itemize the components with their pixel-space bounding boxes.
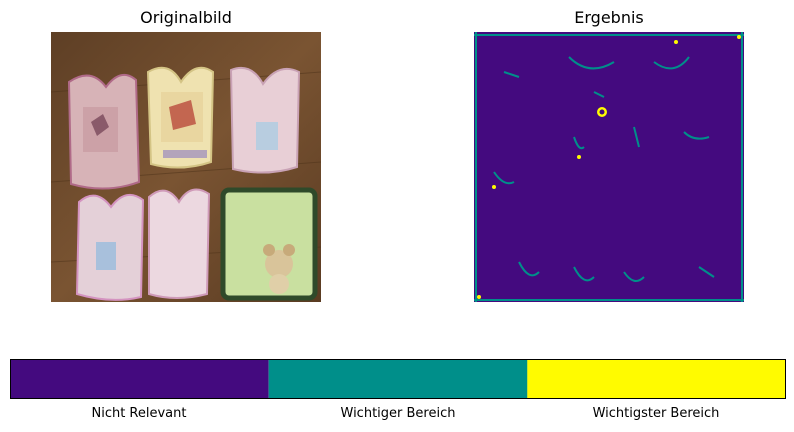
original-image <box>51 32 321 302</box>
colorbar-frame <box>10 359 786 399</box>
colorbar-segment-wichtiger-bereich <box>268 359 528 399</box>
heatmap-background <box>474 32 744 302</box>
result-image-title: Ergebnis <box>574 8 644 27</box>
result-heatmap <box>474 32 744 302</box>
colorbar-segment-wichtigster-bereich <box>527 359 786 399</box>
colorbar-tick-label-wichtigster-bereich: Wichtigster Bereich <box>592 406 720 421</box>
heatmap-important-edges <box>474 32 744 302</box>
colorbar-tick-label-nicht-relevant: Nicht Relevant <box>91 406 187 421</box>
bib-bottom-middle <box>148 188 211 299</box>
colorbar-segment-nicht-relevant <box>10 359 269 399</box>
colorbar-tick-label-wichtiger-bereich: Wichtiger Bereich <box>340 406 456 421</box>
original-image-title: Originalbild <box>140 8 232 27</box>
bib-top-right <box>229 66 301 174</box>
colorbar <box>10 359 786 399</box>
